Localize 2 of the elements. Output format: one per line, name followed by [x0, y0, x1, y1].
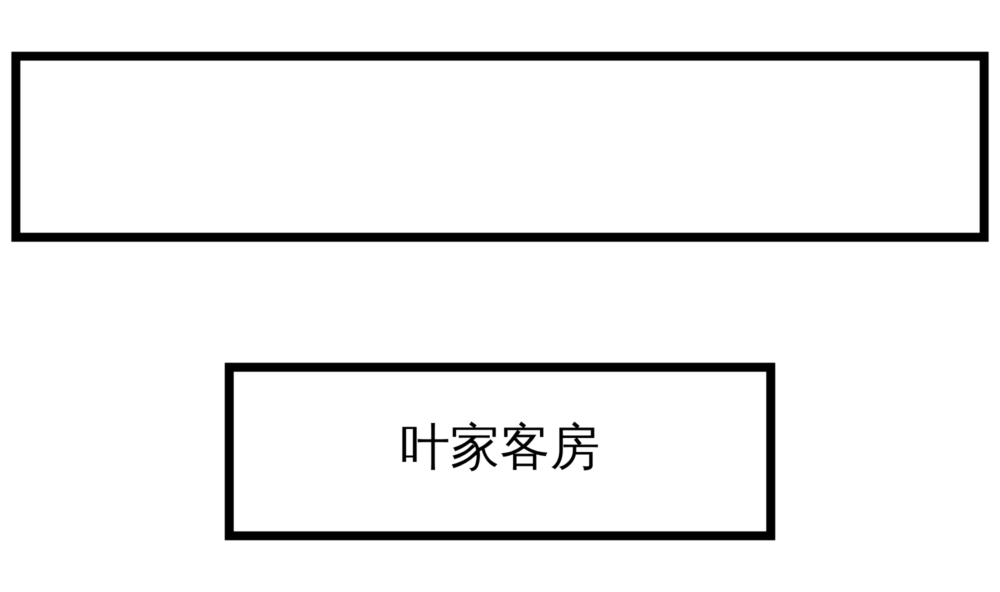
node-box — [11, 52, 989, 242]
node-box: 叶家客房 — [224, 362, 776, 540]
